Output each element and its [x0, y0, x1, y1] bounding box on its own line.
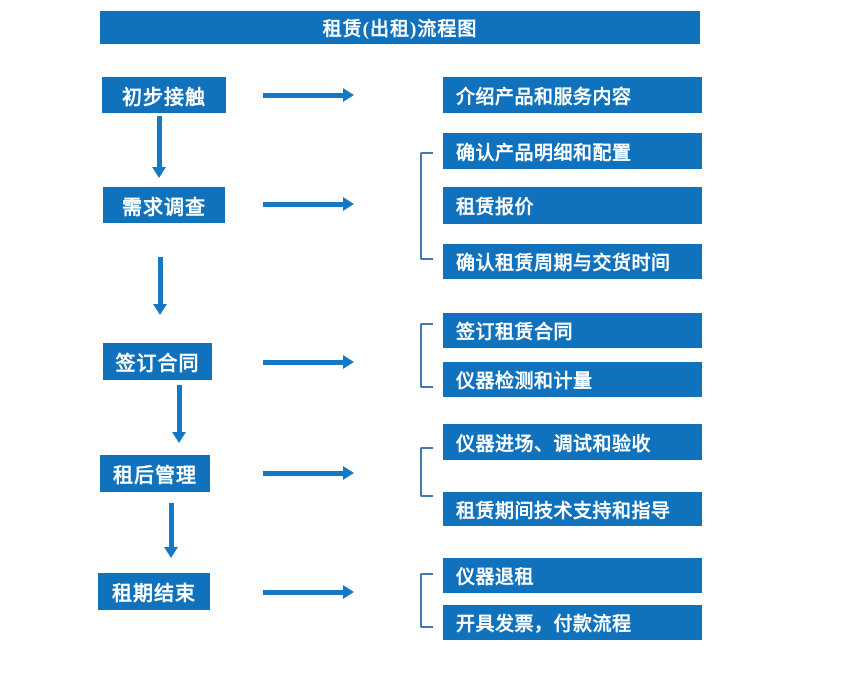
arrow-down-2 [153, 257, 168, 315]
detail-invoice-payment: 开具发票，付款流程 [443, 605, 702, 640]
detail-intro-products-services: 介绍产品和服务内容 [443, 77, 702, 113]
step-initial-contact: 初步接触 [102, 77, 226, 113]
bracket-group-lease-end [420, 573, 433, 628]
detail-instrument-setup-acceptance: 仪器进场、调试和验收 [443, 424, 702, 460]
arrow-shaft [158, 257, 163, 306]
step-sign-contract: 签订合同 [103, 343, 212, 380]
arrow-right-1 [263, 88, 354, 102]
arrow-shaft [263, 589, 345, 595]
arrow-down-1 [152, 116, 167, 178]
bracket-group-post-rental [420, 447, 433, 497]
arrow-right-4 [263, 466, 354, 480]
arrow-head-right-icon [343, 585, 354, 599]
bracket-group-sign-contract [420, 323, 433, 388]
arrow-shaft [263, 359, 345, 365]
step-post-rental-management: 租后管理 [100, 455, 210, 492]
arrow-head-down-icon [172, 432, 186, 443]
arrow-head-right-icon [343, 355, 354, 369]
arrow-head-down-icon [153, 304, 167, 315]
arrow-head-right-icon [343, 88, 354, 102]
arrow-shaft [263, 201, 345, 207]
detail-rental-tech-support: 租赁期间技术支持和指导 [443, 492, 702, 526]
arrow-right-3 [263, 355, 354, 369]
arrow-shaft [177, 385, 182, 434]
arrow-right-2 [263, 197, 354, 211]
arrow-shaft [263, 470, 345, 476]
arrow-shaft [169, 503, 174, 549]
arrow-shaft [157, 116, 162, 169]
detail-confirm-period-delivery: 确认租赁周期与交货时间 [443, 244, 702, 279]
detail-confirm-product-config: 确认产品明细和配置 [443, 133, 702, 169]
detail-sign-rental-contract: 签订租赁合同 [443, 313, 702, 348]
arrow-down-3 [172, 385, 187, 443]
arrow-head-down-icon [152, 167, 166, 178]
arrow-head-right-icon [343, 197, 354, 211]
step-lease-end: 租期结束 [98, 573, 210, 610]
diagram-title-bar: 租赁(出租)流程图 [100, 11, 700, 44]
arrow-down-4 [164, 503, 179, 558]
arrow-head-right-icon [343, 466, 354, 480]
arrow-shaft [263, 92, 345, 98]
detail-rental-quote: 租赁报价 [443, 187, 702, 224]
detail-instrument-inspection: 仪器检测和计量 [443, 362, 702, 397]
bracket-group-demand-survey [420, 152, 433, 260]
arrow-head-down-icon [164, 547, 178, 558]
diagram-title: 租赁(出租)流程图 [322, 19, 478, 40]
step-demand-survey: 需求调查 [103, 187, 225, 223]
arrow-right-5 [263, 585, 354, 599]
detail-instrument-return: 仪器退租 [443, 558, 702, 593]
